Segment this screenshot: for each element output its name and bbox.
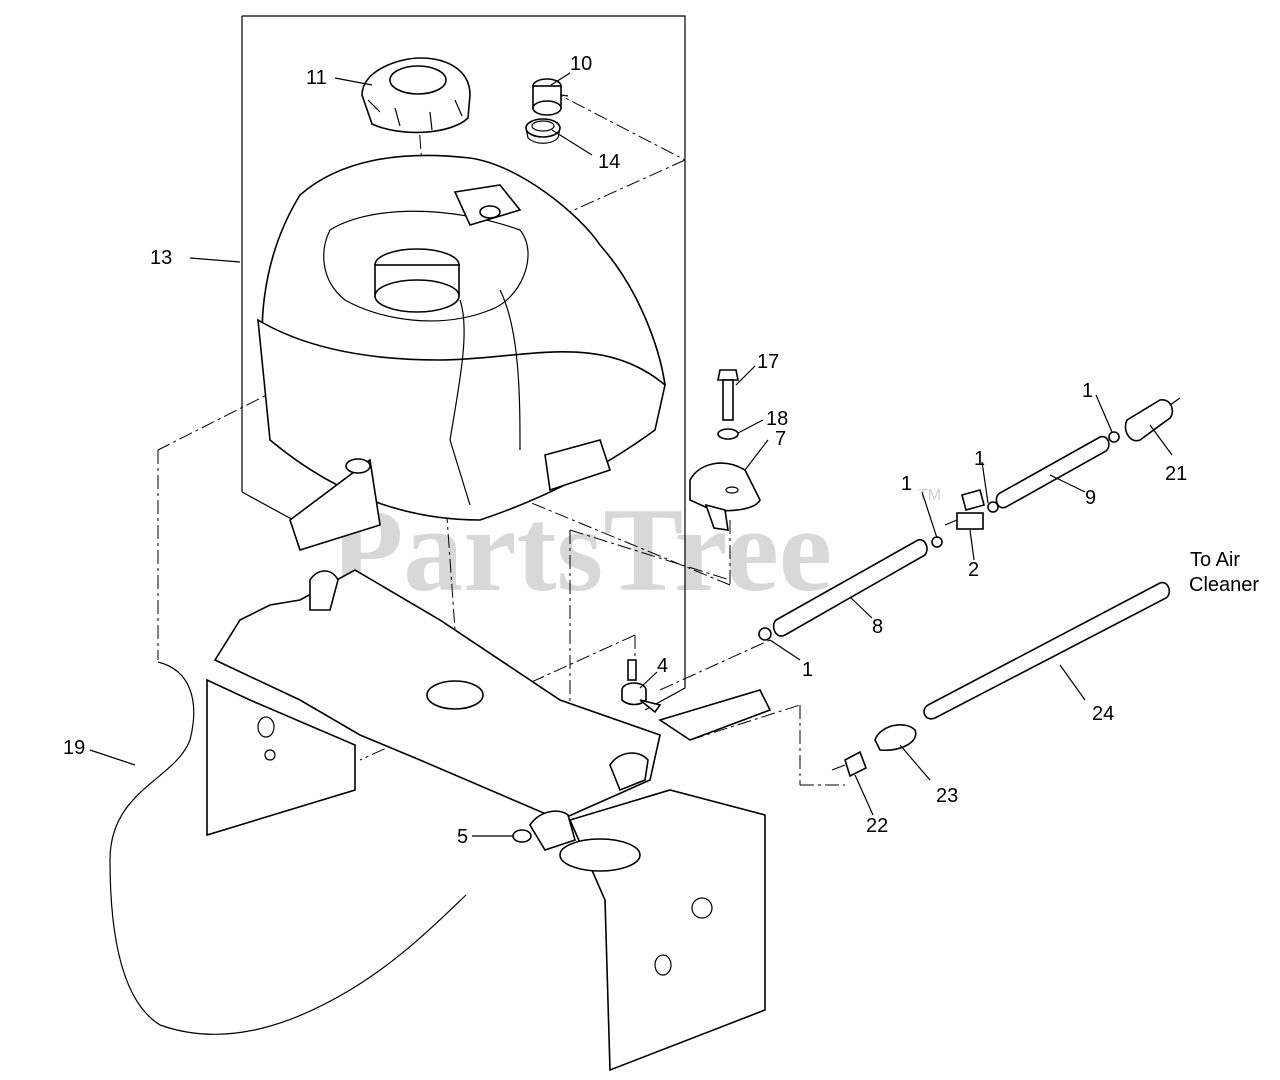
fuel-hose-9 [995, 435, 1110, 509]
mounting-plate-upper [213, 458, 661, 821]
air-cleaner-note: To Air Cleaner [1189, 549, 1259, 596]
callout-9: 9 [1085, 487, 1096, 509]
fuel-cap [361, 57, 471, 134]
fitting-22 [831, 750, 868, 778]
mounting-plate-right [529, 689, 772, 1072]
hose-clamps [758, 431, 1120, 641]
callout-5: 5 [457, 826, 468, 848]
tank-bracket [689, 462, 761, 531]
grommet [525, 118, 561, 144]
vent-valve [532, 78, 569, 116]
callout-2: 2 [968, 559, 979, 581]
fuel-tank [257, 154, 666, 521]
shutoff-valve [944, 489, 985, 530]
callout-1-a: 1 [901, 473, 912, 495]
callout-11: 11 [306, 67, 327, 89]
fuel-hose-8 [772, 538, 928, 637]
air-cleaner-hose-24 [923, 581, 1171, 720]
fuel-fitting [621, 659, 662, 714]
callout-1-b: 1 [974, 448, 985, 470]
leader-lines [89, 72, 1173, 837]
callout-10: 10 [570, 53, 592, 75]
washer [717, 428, 739, 440]
callout-18: 18 [766, 408, 788, 430]
watermark-tm: TM [918, 487, 941, 504]
cable [109, 661, 467, 1035]
callout-14: 14 [598, 151, 620, 173]
callout-1-c: 1 [1082, 380, 1093, 402]
callout-4: 4 [657, 655, 668, 677]
callouts: 11 10 14 13 17 18 7 1 1 1 1 21 9 2 8 4 2… [63, 53, 1187, 848]
callout-22: 22 [866, 815, 888, 837]
callout-17: 17 [757, 351, 779, 373]
callout-21: 21 [1165, 463, 1187, 485]
callout-23: 23 [936, 785, 958, 807]
note-line-2: Cleaner [1189, 574, 1259, 596]
nut [512, 829, 532, 843]
callout-13: 13 [150, 247, 172, 269]
callout-24: 24 [1092, 703, 1114, 725]
bolt [717, 369, 739, 421]
callout-7: 7 [775, 428, 786, 450]
callout-1-d: 1 [802, 659, 813, 681]
callout-8: 8 [872, 616, 883, 638]
fuel-filter [1124, 397, 1181, 442]
mounting-plate-left [206, 678, 356, 837]
note-line-1: To Air [1190, 549, 1240, 571]
callout-19: 19 [63, 737, 85, 759]
hose-clamp-23 [874, 724, 917, 752]
